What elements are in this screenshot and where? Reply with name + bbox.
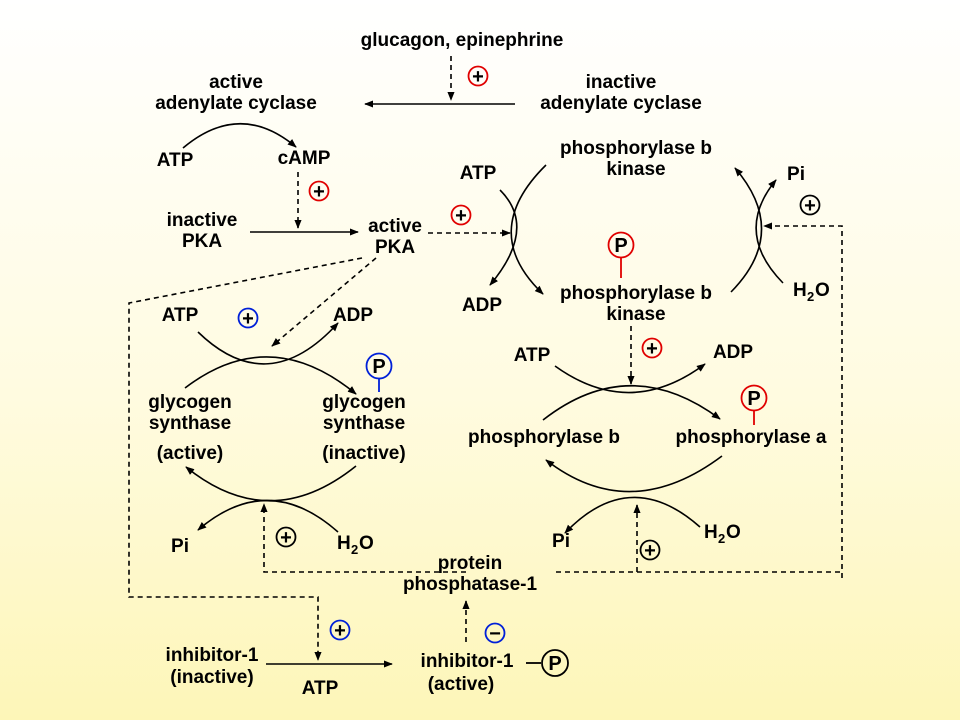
svg-text:2: 2 [351, 542, 358, 557]
plus-symbol-hormone: + [467, 65, 489, 88]
atp-gs-label: ATP [162, 305, 199, 326]
svg-text:+: + [280, 527, 292, 549]
gs-active-label-2: synthase [149, 413, 231, 434]
pka-to-gs-arrow [271, 257, 377, 347]
adp-gs-label: ADP [333, 305, 373, 326]
plus-symbol-ph-phosphatase: + [639, 539, 661, 562]
svg-text:P: P [372, 356, 385, 378]
svg-text:H: H [337, 533, 351, 554]
plus-symbol-kinase-phosphatase: + [799, 194, 821, 217]
gs-inactive-label-1: glycogen [322, 392, 405, 413]
phosphorylase-dephosphorylation-arc [545, 455, 723, 493]
svg-text:P: P [614, 235, 627, 257]
svg-text:+: + [455, 205, 467, 227]
gs-phosphorylation-arc [184, 356, 357, 395]
plus-symbol-gs: + [237, 307, 259, 330]
plus-symbol-gs-phosphatase: + [275, 526, 297, 549]
svg-text:O: O [726, 522, 741, 543]
minus-symbol-inhibitor: − [484, 622, 506, 645]
svg-text:−: − [489, 623, 501, 645]
phosphate-phosphorylase: P [740, 384, 768, 425]
plus-symbol-inhibitor: + [329, 619, 351, 642]
pi-gs-label: Pi [171, 536, 189, 557]
atp-ph-label: ATP [514, 345, 551, 366]
svg-text:H: H [704, 522, 718, 543]
ac-active-label-2: adenylate cyclase [155, 93, 317, 114]
pi-kinase-label: Pi [787, 164, 805, 185]
pka-inactive-label-2: PKA [182, 231, 222, 252]
svg-text:O: O [359, 533, 374, 554]
pka-active-label-1: active [368, 216, 422, 237]
inhibitor-active-label-2: (active) [428, 674, 495, 695]
h2o-gs-label: H 2 O [337, 533, 374, 557]
ac-inactive-label-1: inactive [586, 72, 657, 93]
hormone-label: glucagon, epinephrine [361, 30, 564, 51]
svg-text:O: O [815, 280, 830, 301]
h2o-kinase-label: H 2 O [793, 280, 830, 304]
svg-text:+: + [644, 540, 656, 562]
kinase-top-label-2: kinase [606, 159, 665, 180]
h2o-to-pi-gs-arc [197, 499, 339, 533]
svg-text:P: P [548, 653, 561, 675]
gs-dephosphorylation-arc [185, 465, 357, 502]
ac-active-label-1: active [209, 72, 263, 93]
pi-ph-label: Pi [552, 531, 570, 552]
phosphate-kinase: P [607, 231, 635, 278]
svg-text:+: + [804, 195, 816, 217]
gs-active-label-3: (active) [157, 443, 224, 464]
atp-ac-label: ATP [157, 150, 194, 171]
atp-to-adp-ph-arc [554, 363, 706, 394]
pp1-to-gs-feedback [260, 503, 466, 573]
plus-symbol-pka-kinase: + [450, 204, 472, 227]
phosphate-gs: P [365, 352, 393, 392]
atp-inhibitor-label: ATP [302, 678, 339, 699]
phosphorylase-phosphorylation-arc [542, 385, 721, 421]
phosphorylase-a-label: phosphorylase a [676, 427, 827, 448]
inhibitor-inactive-label-1: inhibitor-1 [166, 645, 259, 666]
atp-to-adp-gs-arc [197, 322, 339, 365]
svg-text:P: P [747, 388, 760, 410]
gs-inactive-label-2: synthase [323, 413, 405, 434]
inhibitor-inactive-label-2: (inactive) [170, 667, 253, 688]
pp1-to-kinase-feedback [763, 222, 843, 578]
svg-text:+: + [313, 181, 325, 203]
svg-text:+: + [334, 620, 346, 642]
svg-text:+: + [646, 338, 658, 360]
atp-to-camp-arrow [182, 122, 297, 149]
pka-active-label-2: PKA [375, 237, 415, 258]
gs-active-label-1: glycogen [148, 392, 231, 413]
pka-to-inhibitor-arrow [128, 257, 363, 661]
adp-kinase-label: ADP [462, 295, 502, 316]
atp-kinase-label: ATP [460, 163, 497, 184]
plus-symbol-phosphorylase: + [641, 337, 663, 360]
atp-to-adp-kinase-arc [489, 189, 518, 286]
svg-text:+: + [472, 66, 484, 88]
svg-text:2: 2 [718, 531, 725, 546]
phosphate-inhibitor: P [526, 649, 569, 677]
svg-text:2: 2 [807, 289, 814, 304]
phosphorylase-b-label: phosphorylase b [468, 427, 620, 448]
adp-ph-label: ADP [713, 342, 753, 363]
kinase-top-label-1: phosphorylase b [560, 138, 712, 159]
h2o-ph-label: H 2 O [704, 522, 741, 546]
kinase-bot-label-2: kinase [606, 304, 665, 325]
h2o-to-pi-ph-arc [564, 496, 701, 534]
plus-symbol-camp: + [308, 180, 330, 203]
inhibitor-active-label-1: inhibitor-1 [421, 651, 514, 672]
camp-label: cAMP [278, 148, 331, 169]
gs-inactive-label-3: (inactive) [322, 443, 405, 464]
svg-text:+: + [242, 308, 254, 330]
pka-inactive-label-1: inactive [167, 210, 238, 231]
svg-text:H: H [793, 280, 807, 301]
h2o-to-pi-kinase-arc [755, 179, 784, 284]
kinase-dephosphorylation-arc [730, 167, 763, 293]
ac-inactive-label-2: adenylate cyclase [540, 93, 702, 114]
pp1-label-2: phosphatase-1 [403, 574, 538, 595]
kinase-bot-label-1: phosphorylase b [560, 283, 712, 304]
kinase-phosphorylation-arc [510, 164, 547, 295]
pp1-label-1: protein [438, 553, 502, 574]
